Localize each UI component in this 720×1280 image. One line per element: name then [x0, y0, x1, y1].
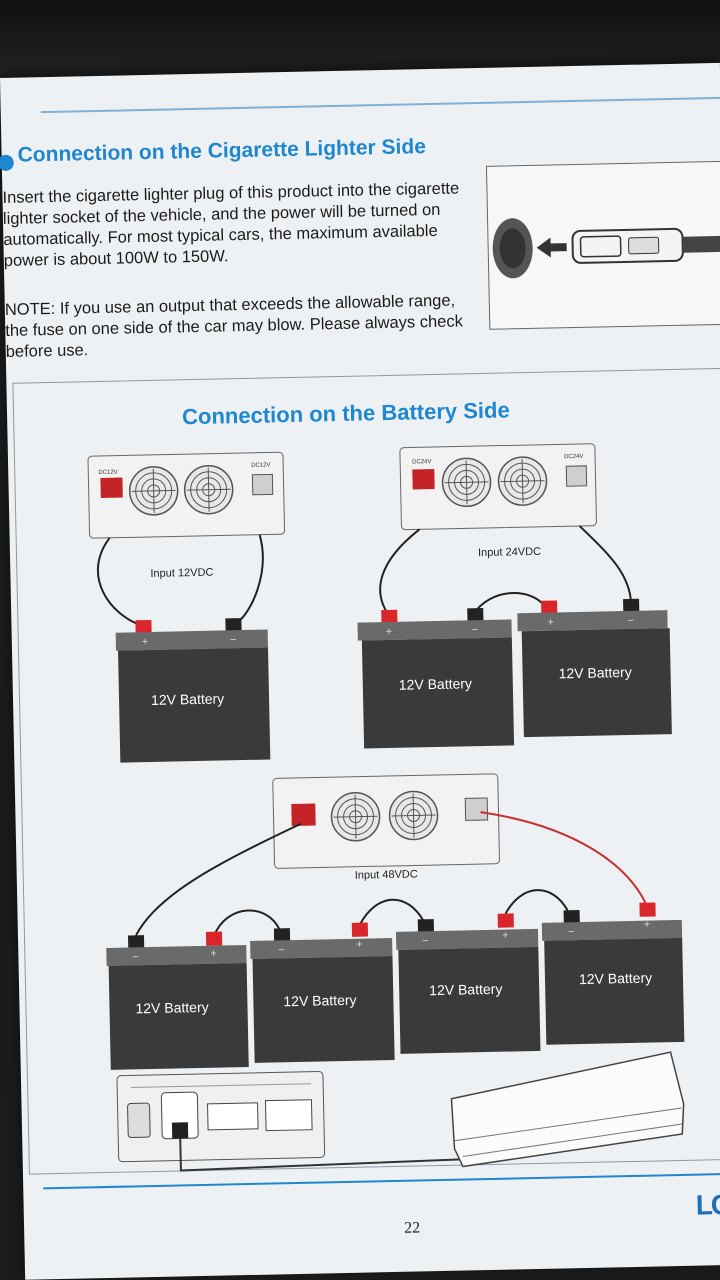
- negative-input-terminal: [251, 473, 274, 496]
- power-plug-icon: [171, 1122, 189, 1139]
- svg-text:+: +: [142, 636, 149, 648]
- battery-label: 12V Battery: [429, 981, 502, 999]
- battery-12v: + − 12V Battery: [115, 618, 271, 763]
- cooling-fan-icon: [330, 791, 381, 842]
- input-12vdc-label: Input 12VDC: [150, 567, 213, 580]
- svg-text:−: −: [472, 624, 479, 636]
- svg-text:−: −: [278, 944, 285, 956]
- battery-12v: − + 12V Battery: [541, 902, 685, 1045]
- svg-text:−: −: [627, 615, 634, 627]
- svg-text:+: +: [547, 617, 554, 629]
- battery-label: 12V Battery: [399, 675, 472, 693]
- cooling-fan-icon: [183, 464, 234, 515]
- inverter-24v: DC24V DC24V: [399, 443, 597, 531]
- manual-page: Connection on the Cigarette Lighter Side…: [0, 62, 720, 1280]
- air-conditioner-icon: [450, 1051, 685, 1168]
- input-24vdc-label: Input 24VDC: [478, 546, 541, 559]
- svg-text:+: +: [644, 919, 651, 931]
- input-48vdc-label: Input 48VDC: [355, 868, 418, 881]
- svg-text:+: +: [386, 626, 393, 638]
- battery-label: 12V Battery: [135, 999, 208, 1017]
- cooling-fan-icon: [441, 457, 492, 508]
- inverter-tag: DC12V: [98, 470, 117, 476]
- positive-input-terminal: [100, 477, 123, 498]
- cooling-fan-icon: [388, 790, 439, 841]
- svg-text:−: −: [230, 634, 237, 646]
- battery-label: 12V Battery: [151, 690, 224, 708]
- battery-connection-diagram: DC12V DC12V Input 12VDC + − 12V Battery …: [87, 443, 685, 1172]
- inverter-tag: DC12V: [251, 462, 270, 468]
- inverter-12v: DC12V DC12V: [87, 451, 286, 539]
- positive-input-terminal: [412, 468, 435, 490]
- brand-logo: LCY: [695, 1188, 720, 1221]
- svg-text:−: −: [132, 951, 139, 963]
- cigarette-lighter-illustration: [485, 160, 720, 330]
- inverter-front-panel: [116, 1071, 326, 1163]
- page-number: 22: [404, 1219, 421, 1237]
- battery-12v: + − 12V Battery: [357, 607, 515, 749]
- battery-label: 12V Battery: [579, 970, 652, 988]
- lighter-plug-icon: [492, 218, 720, 279]
- positive-input-terminal: [291, 803, 316, 827]
- inverter-tag: DC24V: [564, 454, 583, 460]
- cooling-fan-icon: [497, 455, 548, 507]
- svg-text:−: −: [422, 935, 429, 947]
- battery-12v: + − 12V Battery: [517, 598, 672, 738]
- battery-label: 12V Battery: [558, 664, 631, 682]
- negative-input-terminal: [464, 797, 489, 821]
- cooling-fan-icon: [128, 465, 179, 517]
- inverter-tag: DC24V: [412, 459, 431, 465]
- svg-text:+: +: [356, 939, 363, 951]
- battery-12v: − + 12V Battery: [106, 931, 249, 1070]
- svg-text:+: +: [210, 948, 217, 960]
- svg-text:+: +: [502, 930, 509, 942]
- inverter-48v: [272, 773, 500, 869]
- negative-input-terminal: [565, 465, 588, 487]
- battery-label: 12V Battery: [283, 992, 356, 1010]
- battery-12v: − + 12V Battery: [250, 922, 395, 1063]
- battery-12v: − + 12V Battery: [395, 913, 541, 1054]
- svg-text:−: −: [568, 926, 575, 938]
